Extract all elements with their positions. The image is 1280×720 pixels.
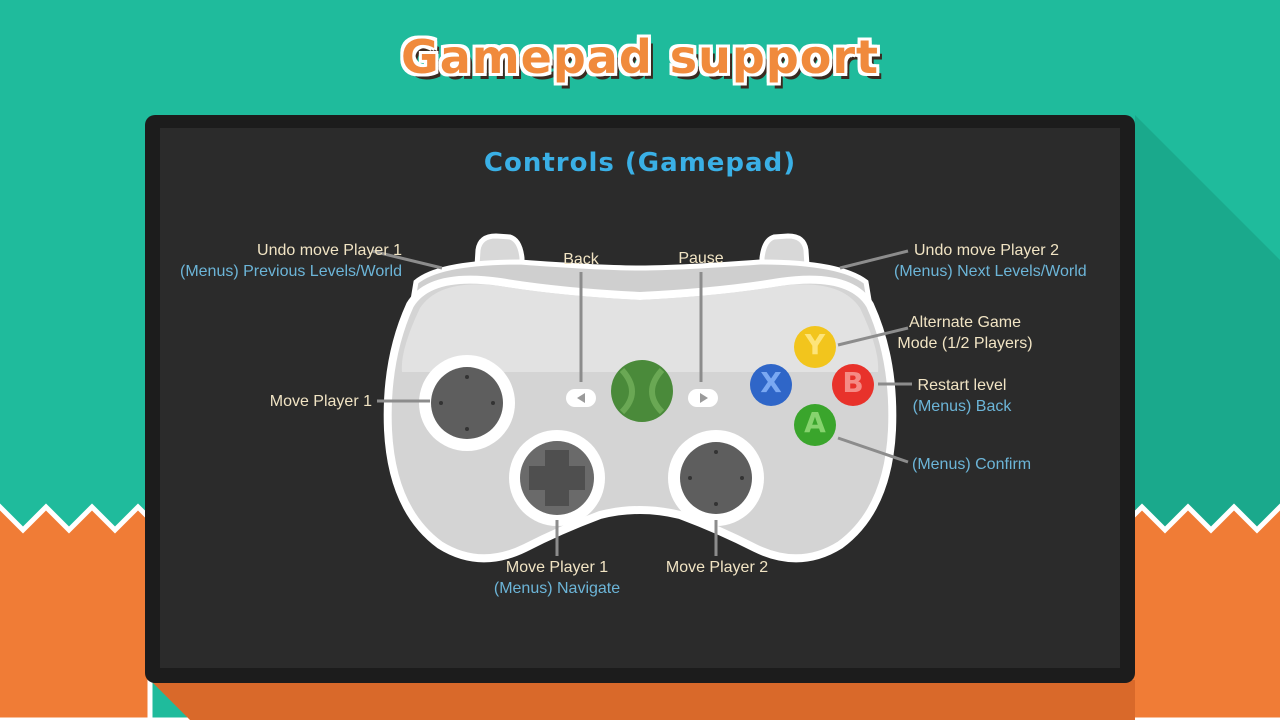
y-button-letter: Y [804, 328, 826, 361]
a-button-letter: A [804, 406, 826, 439]
orange-ground [0, 503, 1280, 720]
b-button-letter: B [842, 366, 864, 399]
label-left-bumper-main: Undo move Player 1 [257, 242, 402, 259]
label-y-main-2: Mode (1/2 Players) [897, 335, 1033, 352]
label-y-button: Alternate Game Mode (1/2 Players) [880, 312, 1050, 354]
label-left-stick: Move Player 1 [270, 391, 372, 412]
y-button [794, 326, 836, 368]
label-right-bumper: Undo move Player 2 (Menus) Next Levels/W… [894, 240, 1087, 282]
panel-title: Controls (Gamepad) [483, 148, 797, 178]
label-b-sub: (Menus) Back [912, 398, 1012, 415]
label-back-main: Back [563, 251, 599, 268]
page-title: Gamepad support [400, 30, 880, 84]
label-pause: Pause [661, 248, 741, 269]
label-left-stick-main: Move Player 1 [269, 393, 372, 410]
label-right-bumper-main: Undo move Player 2 [914, 242, 1059, 259]
label-dpad: Move Player 1 (Menus) Navigate [477, 557, 637, 599]
label-b-main: Restart level [917, 377, 1007, 394]
b-button [832, 364, 874, 406]
label-right-stick: Move Player 2 [642, 557, 792, 578]
label-left-bumper-sub: (Menus) Previous Levels/World [179, 263, 402, 280]
label-dpad-sub: (Menus) Navigate [493, 580, 621, 597]
label-dpad-main: Move Player 1 [505, 559, 609, 576]
label-a-button: (Menus) Confirm [912, 454, 1031, 475]
label-right-stick-main: Move Player 2 [665, 559, 769, 576]
a-button [794, 404, 836, 446]
leader-lines [371, 249, 912, 556]
dpad [529, 450, 585, 506]
label-a-sub: (Menus) Confirm [912, 456, 1032, 473]
x-button-letter: X [760, 366, 782, 399]
left-stick [431, 367, 503, 439]
label-b-button: Restart level (Menus) Back [892, 375, 1032, 417]
label-back: Back [541, 249, 621, 270]
label-right-bumper-sub: (Menus) Next Levels/World [894, 263, 1087, 280]
guide-button [611, 360, 673, 422]
orange-shadow [150, 680, 1135, 720]
label-y-main: Alternate Game [908, 314, 1022, 331]
x-button [750, 364, 792, 406]
label-left-bumper: Undo move Player 1 (Menus) Previous Leve… [180, 240, 402, 282]
label-pause-main: Pause [678, 250, 724, 267]
right-stick [680, 442, 752, 514]
gamepad-illustration [383, 233, 897, 563]
